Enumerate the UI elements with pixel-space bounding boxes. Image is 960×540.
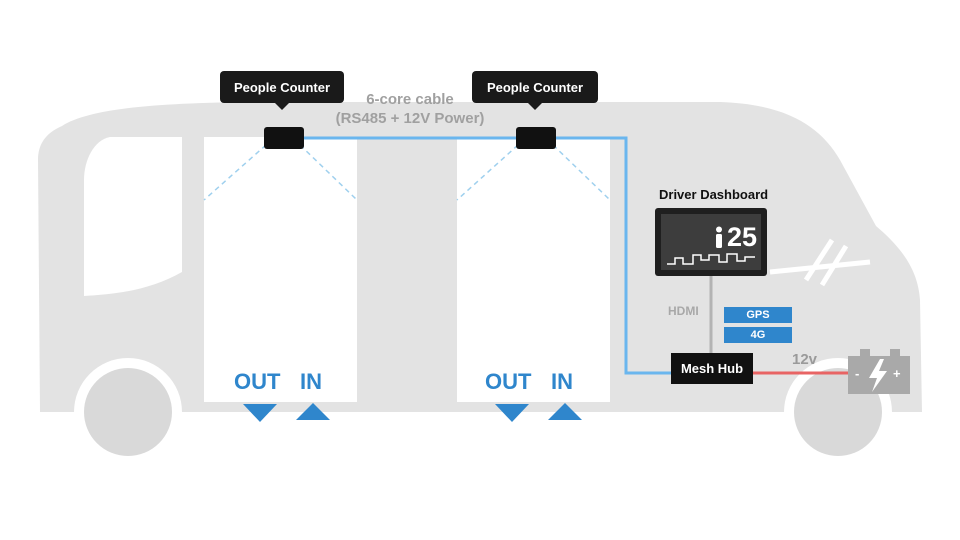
hdmi-label: HDMI — [668, 304, 699, 318]
people-counter-label-2: People Counter — [472, 71, 598, 110]
door-1-out-label: OUT — [234, 369, 281, 394]
battery-minus-sign: - — [855, 366, 860, 381]
rear-window — [84, 137, 182, 296]
driver-dashboard-screen: 25 — [655, 208, 767, 276]
people-counter-label-1: People Counter — [220, 71, 344, 110]
arrow-down-icon — [243, 404, 277, 422]
sensor-cone-2 — [456, 144, 611, 201]
person-icon — [716, 226, 722, 248]
dashboard-display: 25 — [661, 214, 761, 270]
voltage-label: 12v — [792, 351, 818, 368]
cable-label-line1: 6-core cable — [366, 91, 454, 108]
battery-icon — [848, 349, 910, 394]
cable-label-line2: (RS485 + 12V Power) — [335, 110, 485, 127]
lte-badge: 4G — [724, 327, 792, 343]
door-1-in-label: IN — [300, 369, 322, 394]
dashboard-title: Driver Dashboard — [659, 187, 769, 202]
door-2 — [457, 137, 610, 402]
lightning-icon — [869, 359, 887, 392]
battery-plus-sign: + — [893, 366, 901, 381]
sensor-cone-1 — [203, 144, 358, 201]
activity-graph-icon — [667, 253, 755, 265]
gps-badge: GPS — [724, 307, 792, 323]
arrow-down-icon — [495, 404, 529, 422]
door-1 — [204, 137, 357, 402]
door-2-out-label: OUT — [485, 369, 532, 394]
people-counter-sensor-1 — [264, 127, 304, 149]
windshield-line — [803, 238, 835, 282]
arrow-up-icon — [548, 403, 582, 420]
passenger-count: 25 — [727, 222, 758, 252]
cable-label: 6-core cable (RS485 + 12V Power) — [310, 90, 510, 128]
rs485-cable — [303, 136, 671, 375]
people-counter-sensor-2 — [516, 127, 556, 149]
arrow-up-icon — [296, 403, 330, 420]
door-2-in-label: IN — [551, 369, 573, 394]
mesh-hub: Mesh Hub — [671, 353, 753, 384]
